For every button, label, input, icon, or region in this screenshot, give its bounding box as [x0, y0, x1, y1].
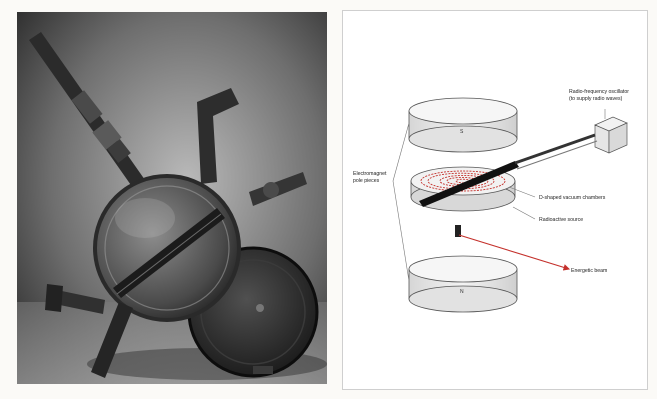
rf-oscillator-box — [515, 117, 627, 169]
cyclotron-photo-icon — [17, 12, 327, 384]
electromagnet-sublabel: pole pieces — [353, 178, 380, 184]
electromagnet-label: Electromagnet — [353, 171, 387, 177]
dee-chamber — [411, 161, 519, 211]
cyclotron-photo — [17, 12, 327, 384]
cyclotron-schematic: S N — [343, 11, 649, 391]
ion-source-label: Radioactive source — [539, 217, 583, 223]
energy-beam-label: Energetic beam — [571, 268, 607, 274]
rf-oscillator-sublabel: (to supply radio waves) — [569, 96, 623, 102]
cyclotron-diagram: S N — [342, 10, 648, 390]
pole-bottom-label: N — [460, 289, 464, 295]
bottom-pole-piece: N — [409, 256, 517, 312]
d-chamber-label: D-shaped vacuum chambers — [539, 195, 606, 201]
rf-oscillator-label: Radio-frequency oscillator — [569, 89, 629, 95]
top-pole-piece: S — [409, 98, 517, 152]
